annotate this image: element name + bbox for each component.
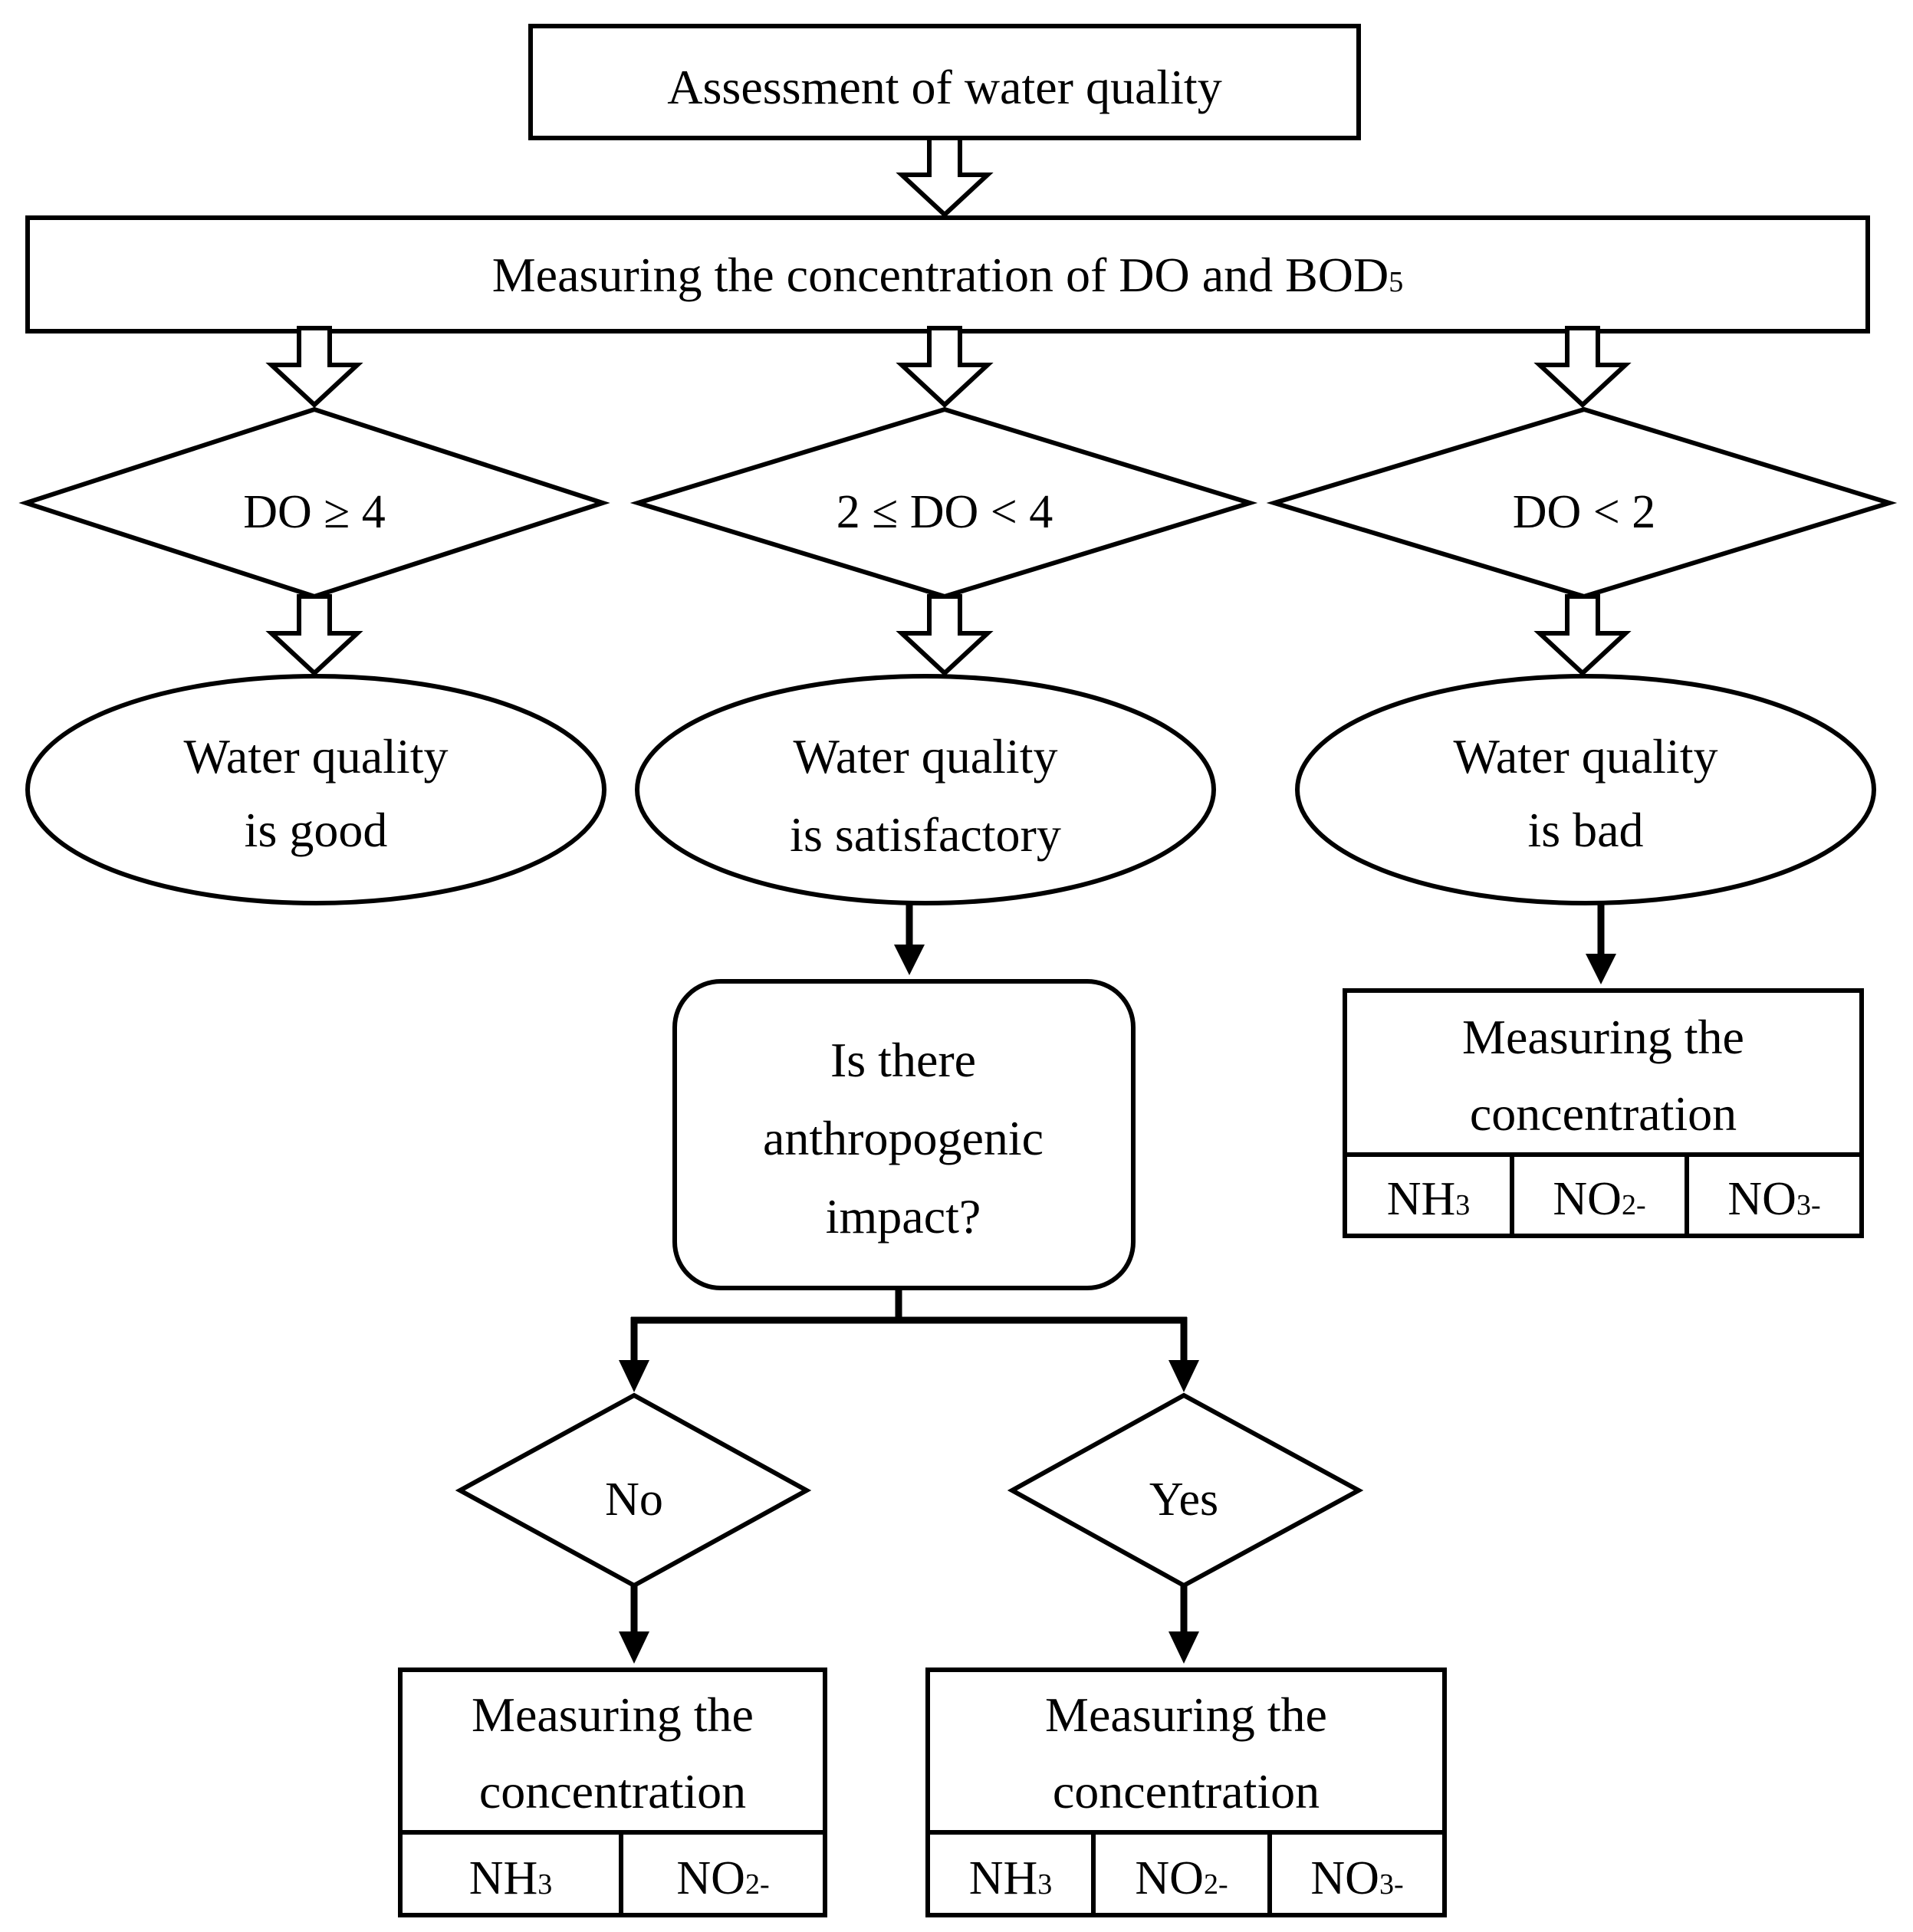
question-line1: Is there — [830, 1033, 976, 1087]
chem-no2: NO2- — [1553, 1173, 1645, 1225]
outcome-bad-line1: Water quality — [1454, 729, 1718, 784]
outcome-bad: Water quality is bad — [1295, 674, 1876, 905]
condition-label-bad: DO < 2 — [1513, 486, 1656, 538]
chem-nh3: NH3 — [469, 1852, 553, 1904]
chem-no3: NO3- — [1727, 1173, 1820, 1225]
chem-no2: NO2- — [676, 1852, 769, 1904]
arrow-to-question — [894, 905, 925, 975]
hollow-arrow-left — [265, 326, 363, 409]
outcome-good: Water quality is good — [25, 674, 606, 905]
measure-box-no: Measuring the concentration NH3 NO2- — [398, 1668, 827, 1917]
measure-yes-line1: Measuring the — [1045, 1687, 1327, 1742]
measure-bad-line1: Measuring the — [1462, 1010, 1744, 1064]
hollow-arrow-right — [1533, 326, 1632, 409]
condition-diamond-satisfactory: 2 ≤ DO < 4 — [629, 406, 1258, 600]
hollow-arrow-middle — [896, 326, 994, 409]
answer-yes-label: Yes — [1149, 1474, 1218, 1526]
branch-connector — [619, 1288, 1199, 1392]
measure-no-line1: Measuring the — [472, 1687, 754, 1742]
hollow-arrow-good — [265, 594, 363, 677]
question-line3: impact? — [826, 1189, 981, 1244]
outcome-good-line2: is good — [245, 803, 388, 857]
answer-no-diamond: No — [455, 1392, 812, 1589]
chem-no2: NO2- — [1135, 1852, 1228, 1904]
condition-label-satisfactory: 2 ≤ DO < 4 — [837, 486, 1053, 538]
condition-diamond-bad: DO < 2 — [1266, 406, 1898, 600]
question-line2: anthropogenic — [763, 1111, 1044, 1165]
measure-box-bad: Measuring the concentration NH3 NO2- NO3… — [1343, 988, 1864, 1238]
assessment-box: Assessment of water quality — [528, 24, 1361, 140]
chem-nh3: NH3 — [969, 1852, 1053, 1904]
assessment-label: Assessment of water quality — [667, 60, 1221, 114]
outcome-satisfactory-line1: Water quality — [794, 729, 1058, 784]
outcome-bad-line2: is bad — [1527, 803, 1643, 857]
arrow-to-measure-bad — [1586, 905, 1616, 984]
chem-no3: NO3- — [1310, 1852, 1403, 1904]
answer-yes-diamond: Yes — [1007, 1392, 1364, 1589]
measure-no-line2: concentration — [479, 1764, 746, 1819]
measure-bad-line2: concentration — [1470, 1086, 1737, 1141]
condition-label-good: DO ≥ 4 — [243, 486, 386, 538]
measure-do-bod-box: Measuring the concentration of DO and BO… — [25, 215, 1870, 334]
hollow-arrow-satisfactory — [896, 594, 994, 677]
measure-box-yes: Measuring the concentration NH3 NO2- NO3… — [925, 1668, 1447, 1917]
question-box: Is there anthropogenic impact? — [672, 979, 1136, 1290]
arrow-yes-to-measure — [1169, 1585, 1199, 1664]
hollow-arrow-1 — [896, 136, 994, 219]
outcome-good-line1: Water quality — [184, 729, 449, 784]
measure-do-bod-label: Measuring the concentration of DO and BO… — [492, 248, 1403, 302]
chem-nh3: NH3 — [1387, 1173, 1471, 1225]
condition-diamond-good: DO ≥ 4 — [18, 406, 610, 600]
answer-no-label: No — [605, 1474, 663, 1526]
arrow-no-to-measure — [619, 1585, 649, 1664]
hollow-arrow-bad — [1533, 594, 1632, 677]
measure-yes-line2: concentration — [1053, 1764, 1320, 1819]
outcome-satisfactory: Water quality is satisfactory — [635, 674, 1216, 905]
outcome-satisfactory-line2: is satisfactory — [790, 807, 1061, 862]
